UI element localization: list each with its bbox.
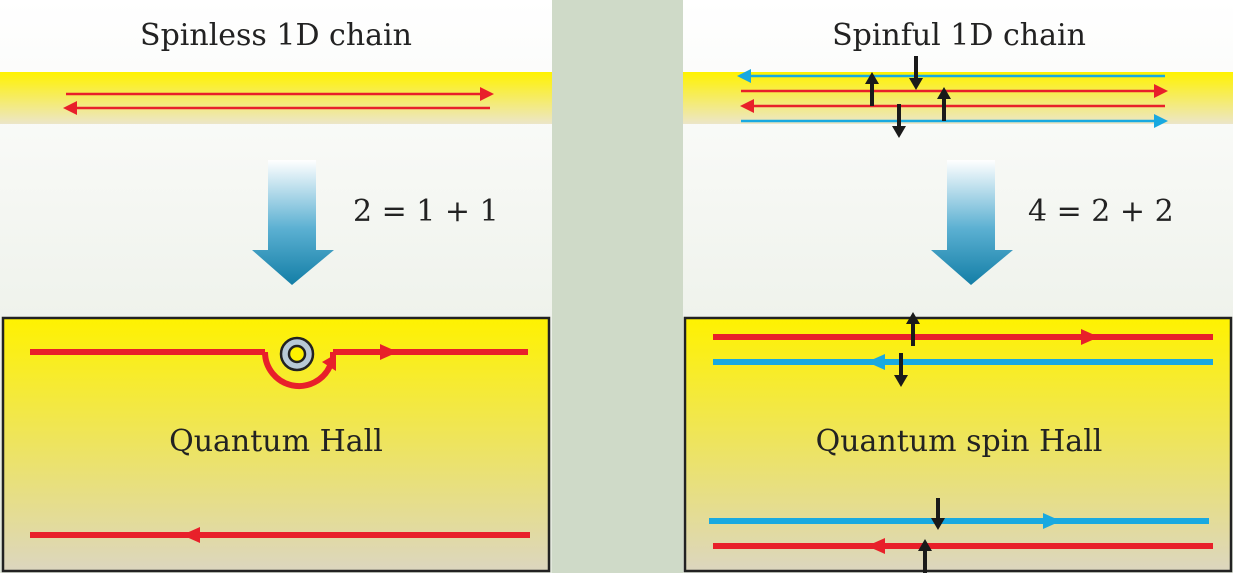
- quantum-spin-hall-label: Quantum spin Hall: [815, 424, 1103, 459]
- top-blue-arrowhead-icon: [867, 354, 885, 370]
- spinless-equation: 2 = 1 + 1: [353, 194, 499, 229]
- chain-strip: [0, 72, 552, 124]
- big-down-arrow-icon: [252, 160, 334, 285]
- arrowhead-right-icon: [1154, 114, 1168, 128]
- spin-down-head-icon: [894, 375, 908, 387]
- arrowhead-right-icon: [1154, 84, 1168, 98]
- arrowhead-right-icon: [480, 87, 494, 101]
- spinless-panel: Spinless 1D chain 2 = 1 + 1 Quantum Hall: [0, 0, 552, 573]
- big-down-arrow-icon: [931, 160, 1013, 285]
- spinful-title: Spinful 1D chain: [832, 18, 1086, 53]
- bottom-red-arrowhead-icon: [867, 538, 885, 554]
- chain-spin-arrows: [865, 56, 951, 138]
- top-red-arrowhead-icon: [1081, 329, 1099, 345]
- spinless-title: Spinless 1D chain: [140, 18, 412, 53]
- spinful-graphic: [683, 0, 1233, 573]
- spinful-panel: Spinful 1D chain 4 = 2 + 2 Quantum spin …: [683, 0, 1233, 573]
- spinless-graphic: [0, 0, 552, 573]
- bottom-blue-arrowhead-icon: [1043, 513, 1061, 529]
- bottom-edge-arrowhead-icon: [182, 527, 200, 543]
- spin-up-head-icon: [865, 72, 879, 84]
- chain-strip: [683, 72, 1233, 124]
- spinful-equation: 4 = 2 + 2: [1028, 194, 1174, 229]
- top-edge-arrowhead-icon: [380, 344, 398, 360]
- spin-up-head-icon: [906, 312, 920, 324]
- quantum-hall-label: Quantum Hall: [169, 424, 383, 459]
- spin-down-head-icon: [931, 518, 945, 530]
- spin-down-head-icon: [909, 78, 923, 90]
- edge-spin-arrows: [894, 312, 945, 573]
- spin-up-head-icon: [918, 539, 932, 551]
- arrowhead-left-icon: [740, 99, 754, 113]
- edge-loop: [262, 351, 333, 389]
- impurity-inner-icon: [287, 344, 307, 364]
- arrowhead-left-icon: [737, 69, 751, 83]
- arrowhead-left-icon: [63, 101, 77, 115]
- spin-up-head-icon: [937, 87, 951, 99]
- quantum-hall-box: [1, 316, 551, 573]
- spin-down-head-icon: [892, 126, 906, 138]
